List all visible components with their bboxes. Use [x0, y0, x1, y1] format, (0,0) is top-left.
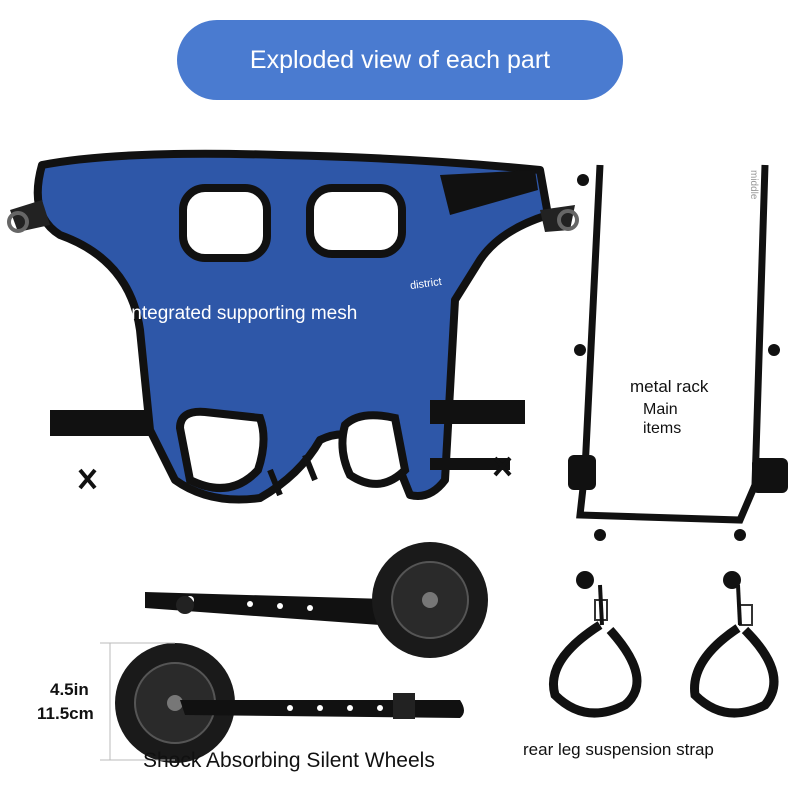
suspension-strap-left — [549, 571, 642, 718]
wheels-label: Shock Absorbing Silent Wheels — [143, 749, 435, 772]
strap-label: rear leg suspension strap — [523, 740, 714, 759]
main-items-label: Main items — [643, 400, 681, 438]
mesh-label: Integrated supporting mesh — [126, 303, 358, 324]
wheel-assembly-bottom — [115, 643, 464, 763]
supporting-mesh — [7, 149, 579, 504]
suspension-strap-right — [690, 571, 779, 718]
dimension-line — [100, 642, 175, 761]
rack-label: metal rack — [630, 377, 709, 396]
wheel-assembly-top — [145, 542, 488, 658]
wheel-size-inches: 4.5in — [50, 680, 89, 699]
main-items-line2: items — [643, 420, 682, 437]
metal-rack — [568, 164, 788, 541]
header-title: Exploded view of each part — [177, 20, 623, 100]
wheel-size-cm: 11.5cm — [37, 704, 94, 723]
middle-label: middle — [748, 170, 759, 200]
main-items-line1: Main — [643, 401, 678, 418]
